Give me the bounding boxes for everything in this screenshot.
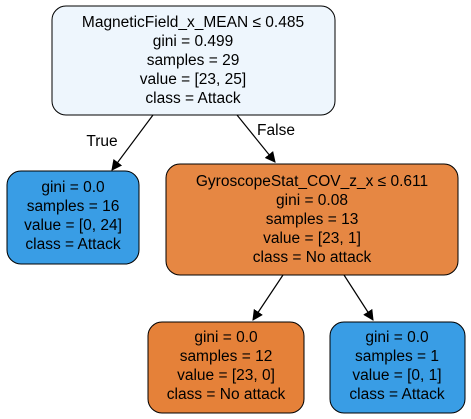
right-split-condition: GyroscopeStat_COV_z_x ≤ 0.611 (196, 173, 428, 190)
left-leaf-class: class = Attack (25, 236, 120, 253)
edge-label-false: False (257, 122, 295, 139)
root-value: value = [23, 25] (140, 71, 246, 88)
right-left-leaf-value: value = [23, 0] (177, 367, 275, 384)
right-split-gini: gini = 0.08 (276, 192, 348, 209)
edge-root-to-left-leaf (111, 114, 154, 171)
right-right-leaf-samples: samples = 1 (355, 348, 439, 365)
right-split-samples: samples = 13 (266, 211, 359, 228)
right-left-leaf-box (147, 321, 305, 414)
left-leaf-node: gini = 0.0 samples = 16 value = [0, 24] … (6, 170, 140, 265)
root-node: MagneticField_x_MEAN ≤ 0.485 gini = 0.49… (51, 5, 336, 116)
edges: True False (86, 114, 374, 321)
root-samples: samples = 29 (147, 52, 240, 69)
left-leaf-value: value = [0, 24] (24, 217, 122, 234)
right-split-box (165, 163, 459, 276)
edge-right-split-to-right-leaf (343, 274, 374, 321)
right-left-leaf-gini: gini = 0.0 (194, 329, 258, 346)
right-right-leaf-gini: gini = 0.0 (365, 329, 429, 346)
root-node-box (51, 5, 336, 116)
right-right-leaf-node: gini = 0.0 samples = 1 value = [0, 1] cl… (329, 321, 466, 414)
root-gini: gini = 0.499 (153, 33, 234, 50)
left-leaf-samples: samples = 16 (27, 198, 120, 215)
right-left-leaf-node: gini = 0.0 samples = 12 value = [23, 0] … (147, 321, 305, 414)
right-right-leaf-value: value = [0, 1] (352, 367, 441, 384)
right-split-class: class = No attack (253, 249, 372, 266)
right-right-leaf-class: class = Attack (349, 386, 444, 403)
right-split-value: value = [23, 1] (263, 230, 361, 247)
edge-label-true: True (86, 133, 117, 150)
right-left-leaf-samples: samples = 12 (180, 348, 273, 365)
left-leaf-box (6, 170, 140, 265)
edge-right-split-to-left-leaf (252, 274, 284, 321)
right-right-leaf-box (329, 321, 466, 414)
left-leaf-gini: gini = 0.0 (41, 179, 105, 196)
right-split-node: GyroscopeStat_COV_z_x ≤ 0.611 gini = 0.0… (165, 163, 459, 276)
root-condition: MagneticField_x_MEAN ≤ 0.485 (82, 14, 304, 31)
right-left-leaf-class: class = No attack (167, 386, 286, 403)
edge-root-to-right-split (236, 114, 276, 163)
root-class: class = Attack (145, 90, 240, 107)
